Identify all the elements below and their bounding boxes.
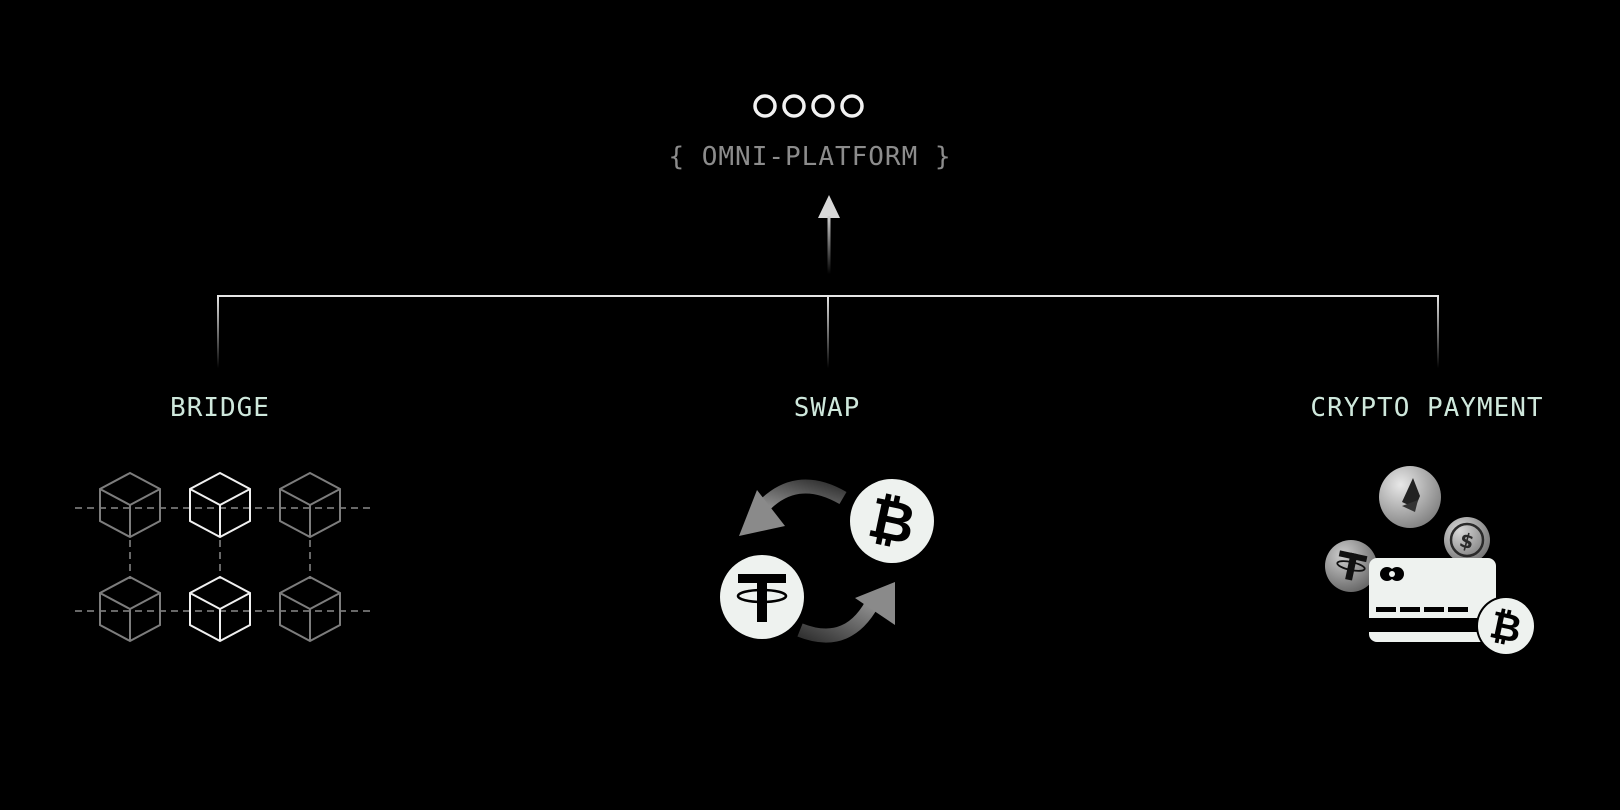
bitcoin-coin-small-icon: ₿ — [1476, 596, 1536, 656]
branch-label-swap: SWAP — [793, 393, 861, 423]
drop-line-payment — [1437, 296, 1439, 368]
branch-label-crypto-payment: CRYPTO PAYMENT — [1310, 393, 1544, 423]
up-arrow-icon — [818, 195, 840, 274]
drop-line-swap — [827, 296, 829, 368]
branch-label-bridge: BRIDGE — [170, 393, 270, 423]
svg-text:$: $ — [1457, 528, 1477, 555]
logo — [0, 84, 1620, 124]
swap-arrow-left-icon — [739, 479, 847, 536]
usdc-coin-icon: $ — [1444, 517, 1490, 563]
swap-icon: ₿ — [720, 479, 934, 643]
bitcoin-coin-icon: ₿ — [850, 479, 934, 563]
tether-coin-small-icon — [1325, 540, 1377, 592]
oooo-logo-icon — [753, 94, 864, 118]
tether-coin-icon — [720, 555, 804, 639]
crypto-payment-icon: $ ₿ — [1325, 466, 1536, 656]
credit-card-icon — [1369, 558, 1496, 642]
ethereum-coin-icon — [1379, 466, 1441, 528]
drop-line-bridge — [217, 296, 219, 368]
blockchain-cubes-icon — [75, 472, 370, 642]
swap-arrow-right-icon — [797, 582, 895, 643]
platform-title: { OMNI-PLATFORM } — [668, 142, 952, 172]
